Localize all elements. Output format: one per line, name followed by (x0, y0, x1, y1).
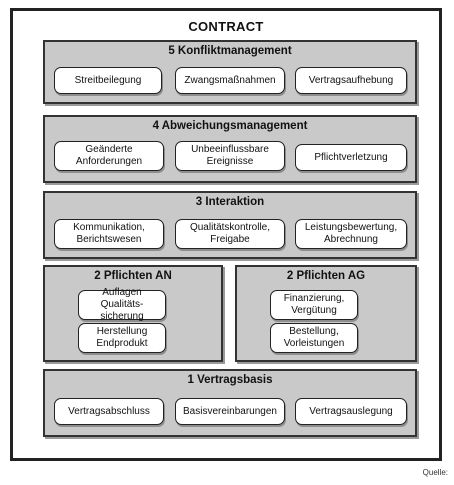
section-konfliktmanagement: 5 Konfliktmanagement Streitbeilegung Zwa… (43, 40, 417, 104)
section-interaktion: 3 Interaktion Kommunikation, Berichtswes… (43, 191, 417, 259)
box-pflichtverletzung: Pflichtverletzung (295, 144, 407, 171)
box-qualitaetskontrolle: Qualitätskontrolle, Freigabe (175, 219, 285, 249)
box-vertragsaufhebung: Vertragsaufhebung (295, 67, 407, 94)
contract-frame: CONTRACT 5 Konfliktmanagement Streitbeil… (10, 8, 442, 461)
box-basisvereinbarungen: Basisvereinbarungen (175, 398, 285, 425)
section-title-abweichungsmanagement: 4 Abweichungsmanagement (152, 120, 308, 132)
box-geaenderte-anforderungen: Geänderte Anforderungen (54, 141, 164, 171)
diagram-title: CONTRACT (188, 19, 264, 34)
box-herstellung-endprodukt: Herstellung Endprodukt (78, 323, 166, 353)
section-title-pflichten-an: 2 Pflichten AN (94, 270, 172, 282)
section-pflichten-ag: 2 Pflichten AG Finanzierung, Vergütung B… (235, 265, 417, 362)
box-vertragsauslegung: Vertragsauslegung (295, 398, 407, 425)
source-label: Quelle: (422, 468, 448, 477)
box-leistungsbewertung: Leistungsbewertung, Abrechnung (295, 219, 407, 249)
section-pflichten-an: 2 Pflichten AN Auflagen Qualitäts- siche… (43, 265, 223, 362)
box-zwangsmassnahmen: Zwangsmaßnahmen (175, 67, 285, 94)
box-vertragsabschluss: Vertragsabschluss (54, 398, 164, 425)
section-title-vertragsbasis: 1 Vertragsbasis (187, 374, 273, 386)
box-bestellung-vorleistungen: Bestellung, Vorleistungen (270, 323, 358, 353)
box-finanzierung-verguetung: Finanzierung, Vergütung (270, 290, 358, 320)
section-vertragsbasis: 1 Vertragsbasis Vertragsabschluss Basisv… (43, 369, 417, 437)
section-abweichungsmanagement: 4 Abweichungsmanagement Geänderte Anford… (43, 115, 417, 183)
section-title-konfliktmanagement: 5 Konfliktmanagement (168, 45, 292, 57)
box-kommunikation: Kommunikation, Berichtswesen (54, 219, 164, 249)
box-streitbeilegung: Streitbeilegung (54, 67, 162, 94)
box-unbeeinflussbare-ereignisse: Unbeeinflussbare Ereignisse (175, 141, 285, 171)
box-auflagen-qualitaetssicherung: Auflagen Qualitäts- sicherung (78, 287, 166, 322)
section-title-pflichten-ag: 2 Pflichten AG (286, 270, 366, 282)
section-title-interaktion: 3 Interaktion (195, 196, 265, 208)
